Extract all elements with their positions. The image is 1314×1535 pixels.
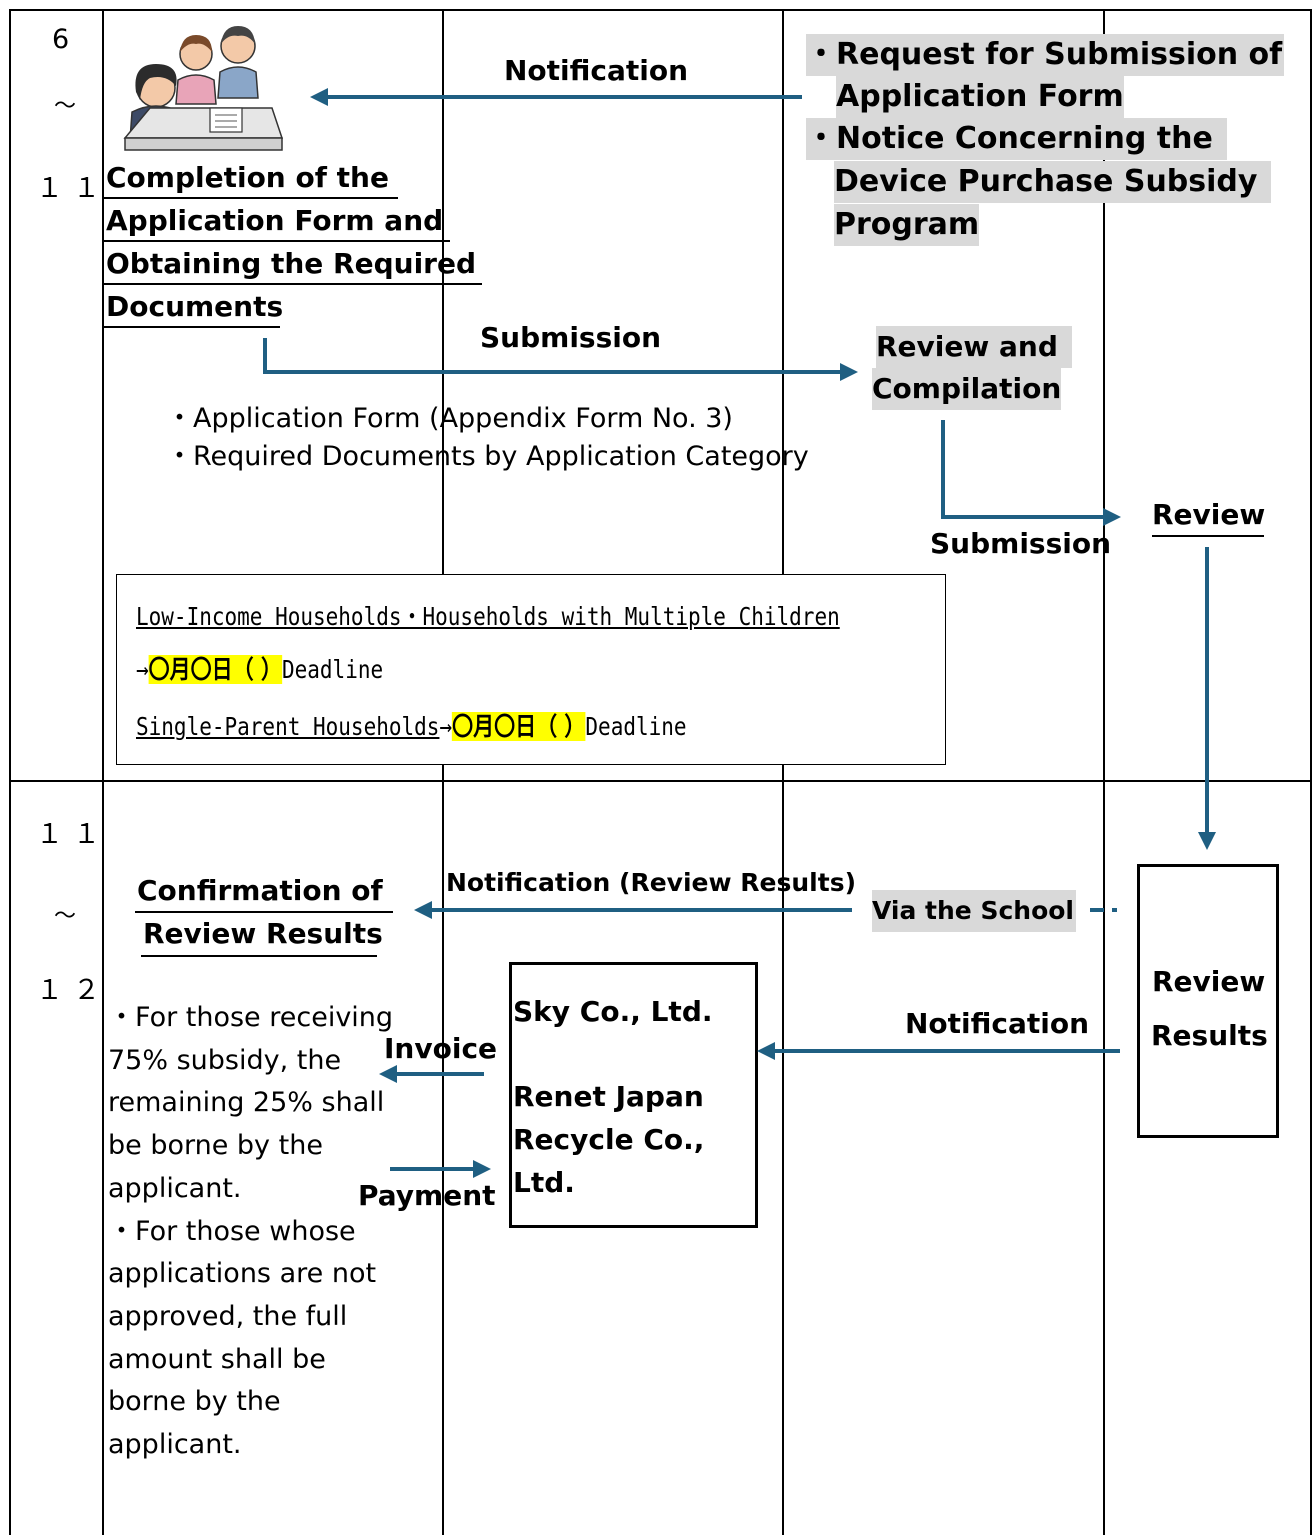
vendor-line-3: Renet Japan xyxy=(513,1080,704,1113)
payment-note-line: ・For those receiving xyxy=(108,1002,394,1033)
payment-note-line: approved, the full xyxy=(108,1300,348,1332)
submission-arrow-2 xyxy=(941,420,1108,519)
table-top-border xyxy=(9,9,1311,11)
via-school-label: Via the School xyxy=(872,890,1077,932)
review-results-line-2: Results xyxy=(1151,1019,1268,1052)
request-line-1: ・Request for Submission of xyxy=(806,34,1285,76)
row-divider xyxy=(9,780,1311,782)
request-line-5: Program xyxy=(834,204,980,246)
invoice-label: Invoice xyxy=(384,1032,498,1065)
deadline-line-3: Single-Parent Households→〇月〇日（ ）Deadline xyxy=(136,707,687,743)
period-start-2: １１ xyxy=(36,819,110,850)
column-divider-4 xyxy=(1103,9,1105,1535)
period-tilde-2: 〜 xyxy=(54,904,87,929)
payment-note-line: borne by the xyxy=(108,1386,281,1418)
deadline-box: Low-Income Households・Households with Mu… xyxy=(116,574,946,765)
single-parent-label: Single-Parent Households xyxy=(136,712,440,741)
deadline-word-1: Deadline xyxy=(281,655,384,684)
column-divider-1 xyxy=(102,9,104,1535)
completion-line-1: Completion of the xyxy=(106,161,389,194)
review-results-box: Review Results xyxy=(1137,864,1279,1138)
vendor-line-1: Sky Co., Ltd. xyxy=(513,995,713,1028)
request-line-3: ・Notice Concerning the xyxy=(806,118,1227,160)
table-right-border xyxy=(1310,9,1312,1535)
request-line-4: Device Purchase Subsidy xyxy=(834,161,1272,203)
payment-note-line: 75% subsidy, the xyxy=(108,1044,342,1076)
payment-label: Payment xyxy=(358,1179,496,1212)
review-compilation-line-1: Review and xyxy=(876,326,1072,368)
deadline-line-1: Low-Income Households・Households with Mu… xyxy=(136,602,840,631)
payment-note-line: applicant. xyxy=(108,1429,242,1461)
payment-note-line: applications are not xyxy=(108,1258,377,1290)
submission-label-1: Submission xyxy=(480,321,662,354)
underline xyxy=(104,240,450,242)
notification-vendor-label: Notification xyxy=(905,1007,1090,1040)
vendor-line-5: Ltd. xyxy=(513,1166,575,1199)
request-line-2: Application Form xyxy=(836,76,1124,118)
period-tilde-1: 〜 xyxy=(54,94,87,119)
period-end-1: １１ xyxy=(36,173,110,204)
submission-label-2: Submission xyxy=(930,527,1112,560)
document-item-1: ・Application Form (Appendix Form No. 3) xyxy=(166,403,733,434)
review-results-line-1: Review xyxy=(1152,965,1266,998)
vendor-line-4: Recycle Co., xyxy=(513,1123,705,1156)
period-start-1: 6 xyxy=(52,24,80,55)
table-left-border xyxy=(9,9,11,1535)
completion-line-2: Application Form and xyxy=(106,204,444,237)
deadline-arrow: → xyxy=(136,655,149,684)
document-item-2: ・Required Documents by Application Categ… xyxy=(166,441,809,472)
confirmation-line-2: Review Results xyxy=(143,917,383,950)
completion-line-4: Documents xyxy=(106,290,284,323)
confirmation-line-1: Confirmation of xyxy=(137,874,383,907)
deadline-line-2: →〇月〇日（ ）Deadline xyxy=(136,650,383,686)
deadline-date-2: 〇月〇日（ ） xyxy=(452,712,586,741)
column-divider-3 xyxy=(782,9,784,1535)
review-label: Review xyxy=(1152,498,1266,531)
column-divider-2 xyxy=(442,9,444,1535)
deadline-date-1: 〇月〇日（ ） xyxy=(148,655,282,684)
underline xyxy=(104,326,280,328)
notification-review-label: Notification (Review Results) xyxy=(446,868,856,897)
review-compilation-line-2: Compilation xyxy=(872,368,1062,410)
underline xyxy=(1152,535,1264,537)
payment-note-line: applicant. xyxy=(108,1172,242,1204)
underline xyxy=(104,197,398,199)
completion-line-3: Obtaining the Required xyxy=(106,247,477,280)
notification-top-label: Notification xyxy=(504,54,689,87)
payment-note-line: be borne by the xyxy=(108,1130,323,1162)
payment-note: ・For those receiving 75% subsidy, the re… xyxy=(108,997,393,1467)
period-end-2: １２ xyxy=(36,975,110,1006)
deadline-word-2: Deadline xyxy=(585,712,687,741)
vendor-box: Sky Co., Ltd. Renet Japan Recycle Co., L… xyxy=(509,962,758,1228)
underline xyxy=(135,911,393,913)
deadline-arrow: → xyxy=(439,712,453,741)
payment-note-line: ・For those whose xyxy=(108,1215,356,1247)
payment-note-line: remaining 25% shall xyxy=(108,1087,385,1119)
underline xyxy=(104,283,482,285)
payment-note-line: amount shall be xyxy=(108,1343,326,1375)
underline xyxy=(141,955,377,957)
